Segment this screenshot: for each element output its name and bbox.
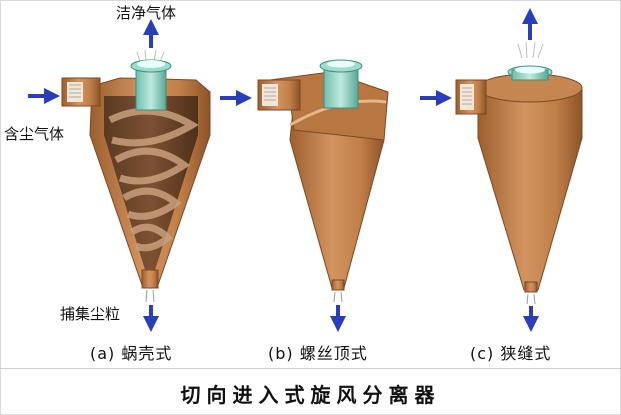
captured-dust-label: 捕集尘粒 bbox=[60, 305, 121, 323]
dusty-gas-label: 含尘气体 bbox=[4, 125, 65, 143]
spray-icon bbox=[333, 291, 343, 303]
spray-icon bbox=[264, 87, 276, 101]
spray-icon bbox=[526, 293, 536, 305]
cyclone-a-volute bbox=[28, 19, 211, 332]
divider bbox=[0, 368, 621, 369]
cyclone-c-slot bbox=[420, 8, 583, 332]
swirl-icon bbox=[108, 107, 199, 252]
spray-icon bbox=[69, 84, 81, 98]
spray-icon bbox=[145, 289, 155, 303]
caption-b: (b) 螺丝顶式 bbox=[268, 344, 368, 363]
clean-gas-label: 洁净气体 bbox=[116, 4, 177, 22]
cyclone-b-helical-top bbox=[220, 59, 389, 332]
figure-title: 切向进入式旋风分离器 bbox=[180, 383, 441, 407]
cyclone-diagram bbox=[28, 8, 583, 332]
spray-icon bbox=[462, 87, 472, 105]
spray-icon bbox=[517, 41, 544, 59]
caption-a: (a) 蜗壳式 bbox=[90, 344, 173, 363]
caption-c: (c) 狭缝式 bbox=[470, 344, 552, 363]
